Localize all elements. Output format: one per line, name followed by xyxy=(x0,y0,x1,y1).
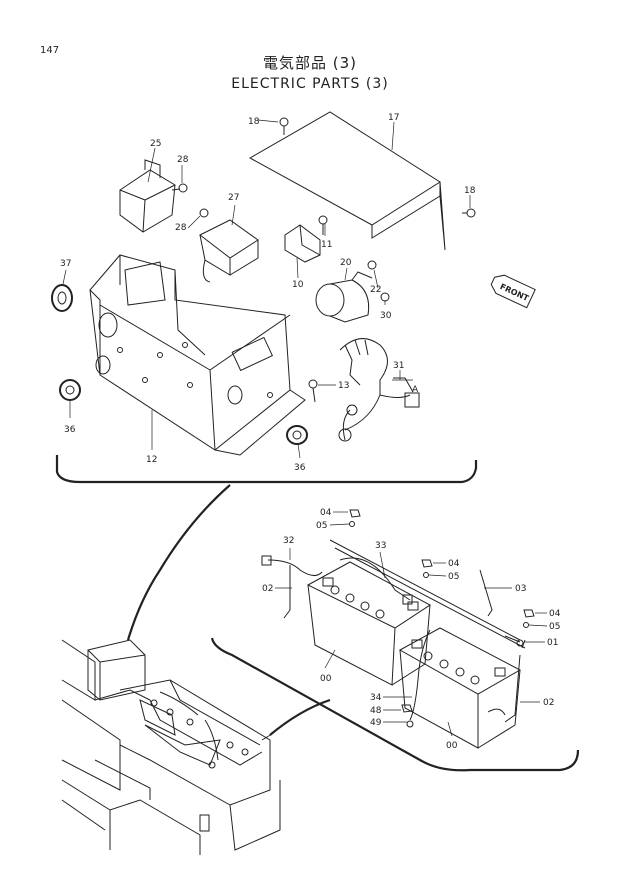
callout-17: 17 xyxy=(388,113,399,123)
upper-callouts: 18 17 25 28 27 28 11 18 10 20 22 30 37 3… xyxy=(60,113,476,473)
relay-25 xyxy=(119,159,176,233)
battery-left xyxy=(306,561,431,686)
front-arrow: FRONT xyxy=(490,274,536,309)
upper-section-frame xyxy=(55,455,478,484)
lower-leader-lines xyxy=(275,511,548,737)
lower-callouts: 04 05 32 33 04 05 02 03 04 05 01 00 34 4… xyxy=(262,508,561,751)
grommet-36-right xyxy=(286,425,308,445)
bolt-18-right xyxy=(462,208,476,218)
callout-03: 03 xyxy=(515,584,526,594)
cable-34 xyxy=(406,629,431,728)
bolt-28a xyxy=(171,183,188,193)
callout-32: 32 xyxy=(283,536,294,546)
callout-34: 34 xyxy=(370,693,382,703)
grommet-37 xyxy=(51,284,73,312)
callout-33: 33 xyxy=(375,541,386,551)
battery-right xyxy=(398,627,522,749)
title-japanese: 電気部品 (3) xyxy=(262,54,358,72)
callout-02-right: 02 xyxy=(543,698,554,708)
callout-05-right: 05 xyxy=(549,622,560,632)
bolt-01 xyxy=(504,635,524,647)
cover-plate-17 xyxy=(248,111,446,251)
upper-leader-lines xyxy=(62,119,471,459)
bolt-22 xyxy=(367,260,377,270)
callout-49: 49 xyxy=(370,718,382,728)
bolt-18-top xyxy=(279,117,289,135)
control-box-12 xyxy=(89,254,306,456)
battery-tray xyxy=(283,539,526,723)
callout-31: 31 xyxy=(393,361,404,371)
callout-12: 12 xyxy=(146,455,157,465)
callout-36-left: 36 xyxy=(64,425,76,435)
nut-04-mid xyxy=(421,559,433,568)
callout-13: 13 xyxy=(338,381,349,391)
callout-02-left: 02 xyxy=(262,584,273,594)
callout-27: 27 xyxy=(228,193,239,203)
connector-curve-lower xyxy=(269,698,331,736)
callout-04-top: 04 xyxy=(320,508,332,518)
callout-05-mid: 05 xyxy=(448,572,459,582)
callout-04-mid: 04 xyxy=(448,559,460,569)
callout-10: 10 xyxy=(292,280,304,290)
lower-section-frame xyxy=(210,637,580,772)
machine-frame-overview xyxy=(61,639,281,855)
title-english: ELECTRIC PARTS (3) xyxy=(231,76,389,92)
harness-31 xyxy=(338,338,420,442)
callout-28-regulator: 28 xyxy=(175,223,187,233)
nut-04-top xyxy=(349,509,361,518)
callout-18-right: 18 xyxy=(464,186,476,196)
starter-relay-20 xyxy=(315,271,373,323)
callout-20: 20 xyxy=(340,258,352,268)
washer-05-mid xyxy=(423,572,429,578)
connector-curve-upper xyxy=(126,484,231,641)
callout-22: 22 xyxy=(370,285,381,295)
callout-48: 48 xyxy=(370,706,382,716)
bolt-13 xyxy=(308,379,318,403)
bracket-10 xyxy=(284,224,321,263)
callout-36-right: 36 xyxy=(294,463,306,473)
page-number: 147 xyxy=(40,45,60,56)
regulator-27 xyxy=(199,219,259,283)
cable-32 xyxy=(261,555,323,576)
bolt-30 xyxy=(380,292,390,302)
washer-05-right xyxy=(523,622,529,628)
bolt-11 xyxy=(318,215,328,235)
callout-00-right: 00 xyxy=(446,741,458,751)
cable-33 xyxy=(339,557,413,605)
callout-18-top: 18 xyxy=(248,117,260,127)
nut-48 xyxy=(401,704,413,713)
grommet-36-left xyxy=(59,379,81,401)
callout-25: 25 xyxy=(150,139,161,149)
washer-05-top xyxy=(349,521,355,527)
callout-11: 11 xyxy=(321,240,332,250)
callout-04-right: 04 xyxy=(549,609,561,619)
view-marker-a: A xyxy=(412,385,419,395)
callout-30: 30 xyxy=(380,311,392,321)
callout-00-left: 00 xyxy=(320,674,332,684)
nut-04-right xyxy=(523,609,535,618)
callout-01: 01 xyxy=(547,638,558,648)
callout-05-top: 05 xyxy=(316,521,327,531)
callout-37: 37 xyxy=(60,259,71,269)
bolt-28b xyxy=(199,208,209,218)
callout-28-relay: 28 xyxy=(177,155,189,165)
